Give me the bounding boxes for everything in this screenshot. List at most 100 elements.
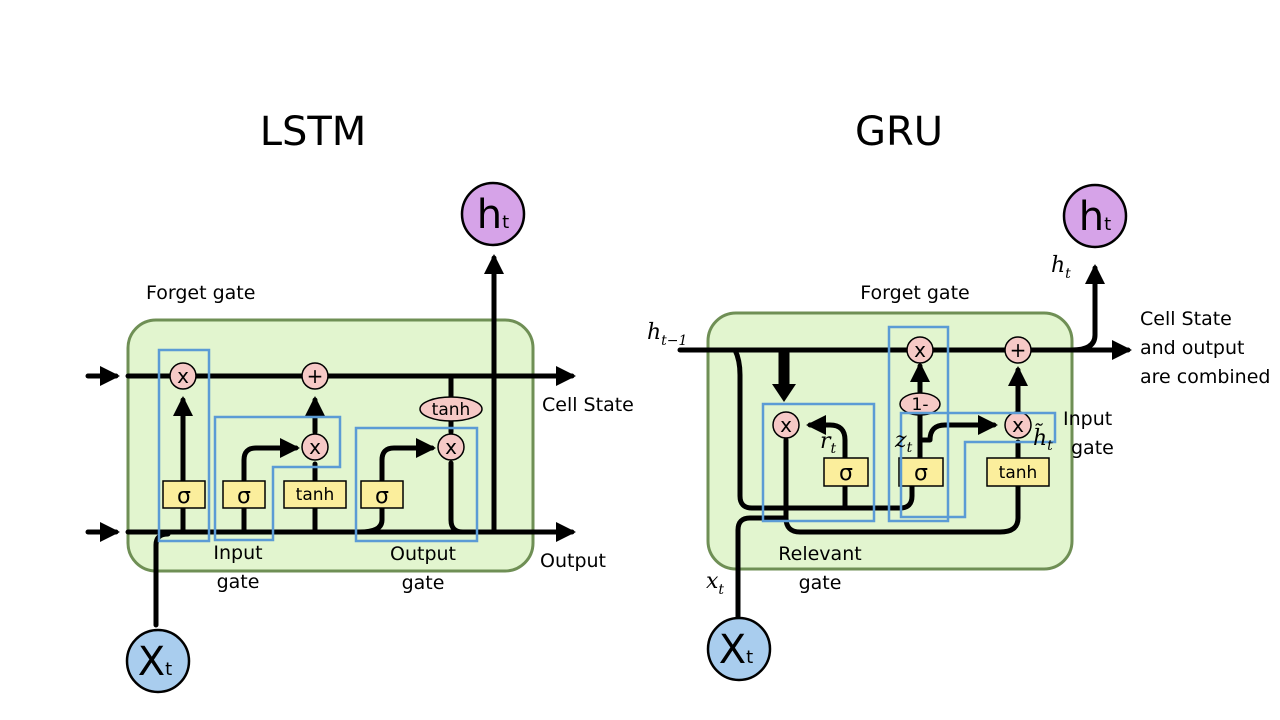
gru-wires (677, 264, 1132, 628)
lstm-forget-multiply: x (169, 362, 197, 390)
xt-node-label: X (138, 639, 165, 685)
add-op-label: + (307, 364, 324, 388)
gru-reset-multiply: x (772, 411, 800, 439)
gru-rt-label: rt (820, 429, 837, 457)
lstm-output-multiply: x (437, 433, 465, 461)
gru-input-gate-label-1: Input (1063, 408, 1112, 430)
tanh-op-label: tanh (432, 400, 471, 420)
gru-xt-node: Xt (706, 616, 772, 682)
multiply-op-icon (301, 433, 329, 461)
sigma-label: σ (839, 461, 853, 486)
tanh-label: tanh (296, 485, 335, 505)
ht-node-circle (460, 181, 526, 247)
lstm-output-gate-highlight (354, 426, 479, 543)
svg-text:ht: ht (1079, 194, 1111, 240)
gru-forget-gate-highlight (887, 325, 950, 523)
add-op-label: + (1010, 338, 1027, 362)
lstm-xt-node: Xt (125, 628, 191, 694)
gru-cell-state-label-1: Cell State (1140, 308, 1232, 330)
svg-text:ht: ht (477, 192, 509, 238)
lstm-input-gate-label-1: Input (213, 542, 262, 564)
sigma-label: σ (914, 461, 928, 486)
svg-text:Xt: Xt (138, 639, 172, 685)
gru-one-minus-op: 1- (899, 392, 941, 416)
multiply-op-icon (169, 362, 197, 390)
lstm-forget-gate-label: Forget gate (146, 282, 255, 304)
xt-node-sub: t (165, 659, 172, 680)
svg-text:Xt: Xt (719, 627, 753, 673)
sigma-gate-box (898, 457, 944, 487)
gru-ht-node: ht (1062, 183, 1128, 249)
gru-input-multiply: x (1004, 411, 1032, 439)
lstm-input-gate-label-2: gate (217, 571, 260, 593)
multiply-op-label: x (914, 338, 926, 362)
tanh-op-icon (419, 396, 483, 422)
multiply-op-label: x (309, 435, 321, 459)
one-minus-op-label: 1- (912, 395, 929, 415)
lstm-output-gate-label-2: gate (402, 572, 445, 594)
add-op-icon (301, 362, 329, 390)
sigma-label: σ (375, 484, 389, 509)
lstm-forget-gate-highlight (157, 348, 211, 543)
gru-tanh-gate: tanh (986, 457, 1050, 487)
ht-node-sub: t (502, 212, 509, 233)
gru-xt-math-label: xt (706, 569, 724, 598)
xt-node-circle (125, 628, 191, 694)
gru-forget-gate-label: Forget gate (860, 282, 969, 304)
tanh-label: tanh (999, 463, 1038, 483)
gru-relevant-gate-label-2: gate (799, 572, 842, 594)
gru-cell-state-label-3: are combined (1140, 366, 1270, 388)
ht-node-label: h (1079, 194, 1104, 240)
lstm-output-sigma-gate: σ (360, 480, 404, 509)
lstm-input-multiply: x (301, 433, 329, 461)
lstm-input-gate-highlight (213, 415, 342, 542)
multiply-op-label: x (1012, 413, 1024, 437)
gru-ht-math-label: ht (1051, 253, 1071, 282)
lstm-tanh-op: tanh (419, 396, 483, 422)
lstm-cell-add: + (301, 362, 329, 390)
sigma-gate-box (222, 480, 266, 509)
gru-reset-sigma-gate: σ (823, 457, 869, 487)
ht-node-label: h (477, 192, 502, 238)
gru-cell-state-label-2: and output (1140, 337, 1244, 359)
lstm-title: LSTM (260, 109, 367, 155)
sigma-gate-box (360, 480, 404, 509)
sigma-label: σ (237, 484, 251, 509)
gru-relevant-gate-label-1: Relevant (778, 543, 861, 565)
xt-node-sub: t (746, 647, 753, 668)
lstm-panel: LSTM x (85, 109, 634, 694)
sigma-gate-box (162, 480, 206, 509)
lstm-ht-node: ht (460, 181, 526, 247)
lstm-forget-sigma-gate: σ (162, 480, 206, 509)
xt-node-circle (706, 616, 772, 682)
multiply-op-label: x (445, 435, 457, 459)
gru-panel: GRU x (647, 109, 1270, 682)
lstm-input-sigma-gate: σ (222, 480, 266, 509)
tanh-gate-box (986, 457, 1050, 487)
gru-input-gate-label-2: gate (1071, 437, 1114, 459)
multiply-op-icon (906, 336, 934, 364)
multiply-op-icon (437, 433, 465, 461)
ht-node-circle (1062, 183, 1128, 249)
add-op-icon (1004, 336, 1032, 364)
multiply-op-icon (772, 411, 800, 439)
gru-zt-label: zt (894, 428, 913, 456)
lstm-output-label: Output (540, 550, 606, 572)
gru-dash-mark: - (735, 600, 741, 620)
gru-update-sigma-gate: σ (898, 457, 944, 487)
multiply-op-label: x (780, 413, 792, 437)
gru-h-prev-label: ht−1 (647, 320, 687, 349)
gru-ht-output-line (1069, 264, 1105, 353)
multiply-op-label: x (177, 364, 189, 388)
xt-node-label: X (719, 627, 746, 673)
sigma-label: σ (177, 484, 191, 509)
ht-node-sub: t (1104, 214, 1111, 235)
gru-input-gate-highlight (899, 411, 1057, 519)
gru-relevant-gate-highlight (761, 402, 876, 523)
tanh-gate-box (283, 480, 347, 509)
lstm-output-gate-label-1: Output (390, 543, 456, 565)
gru-add-op: + (1004, 336, 1032, 364)
lstm-cell-state-label: Cell State (542, 394, 634, 416)
gru-h-tilde-label: h̃t (1033, 424, 1053, 454)
